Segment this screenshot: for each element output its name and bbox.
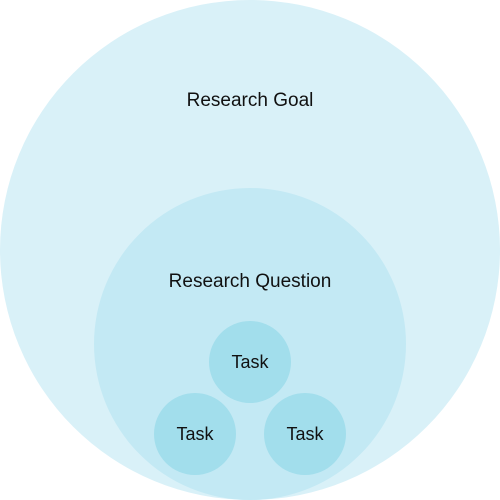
task-label: Task — [176, 423, 214, 444]
task-circle: Task — [264, 393, 346, 475]
task-circle: Task — [154, 393, 236, 475]
task-label: Task — [286, 423, 324, 444]
research-goal-label: Research Goal — [186, 90, 314, 111]
research-question-label: Research Question — [168, 271, 332, 292]
task-label: Task — [231, 351, 269, 372]
task-circle: Task — [209, 321, 291, 403]
